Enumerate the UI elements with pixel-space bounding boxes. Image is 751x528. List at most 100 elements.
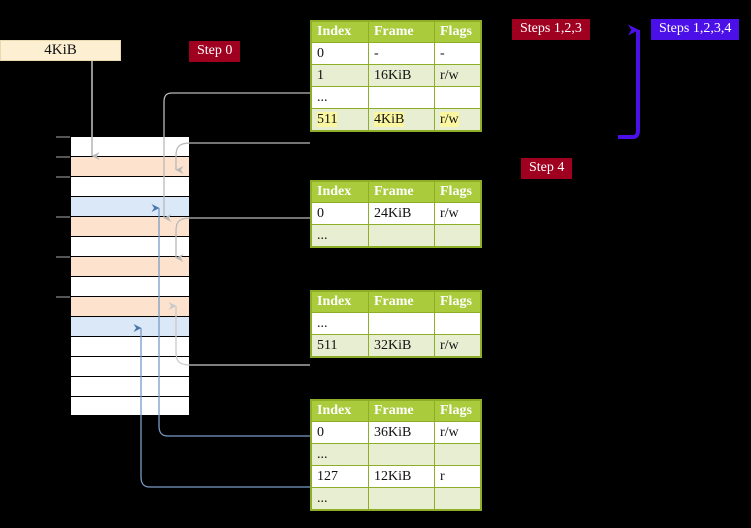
pt-cell-flags bbox=[434, 443, 481, 466]
pt-cell-frame bbox=[368, 443, 435, 466]
pdp-head: Index Frame Flags bbox=[311, 181, 481, 203]
pml4-cell-index: 511 bbox=[311, 108, 369, 131]
badge-steps-123: Steps 1,2,3 bbox=[512, 19, 590, 41]
pd-col-frame: Frame bbox=[368, 291, 435, 313]
badge-step4-label: Step 4 bbox=[529, 160, 565, 175]
badge-step0: Step 0 bbox=[189, 41, 241, 63]
pdp-header-row: Index Frame Flags bbox=[311, 181, 481, 203]
pml4-col-index: Index bbox=[311, 21, 369, 43]
pt-cell-flags: r/w bbox=[434, 421, 481, 444]
badge-steps-1234-label: Steps 1,2,3,4 bbox=[659, 21, 732, 36]
pdp-cell-flags bbox=[434, 224, 481, 247]
pdp-cell-flags: r/w bbox=[434, 202, 481, 225]
pt-cell-flags: r bbox=[434, 465, 481, 488]
pml4-cell-highlight: 4KiB bbox=[374, 111, 405, 127]
pml4-cell-flags: r/w bbox=[434, 108, 481, 131]
pml4-entry-row: ... bbox=[311, 86, 481, 109]
pml4-header-row: Index Frame Flags bbox=[311, 21, 481, 43]
pt-col-frame: Frame bbox=[368, 400, 435, 422]
pml4-cell-index: ... bbox=[311, 86, 369, 109]
pml4-cell-flags: - bbox=[434, 42, 481, 65]
pd-header-row: Index Frame Flags bbox=[311, 291, 481, 313]
pml4-cell-frame: 4KiB bbox=[368, 108, 435, 131]
memory-row-tick bbox=[56, 256, 70, 258]
pt-col-flags: Flags bbox=[434, 400, 481, 422]
pd-head: Index Frame Flags bbox=[311, 291, 481, 313]
frame-4kib-box: 4KiB bbox=[0, 40, 121, 61]
pml4-cell-frame bbox=[368, 86, 435, 109]
pml4-head: Index Frame Flags bbox=[311, 21, 481, 43]
pml4-cell-index: 1 bbox=[311, 64, 369, 87]
pdp-cell-frame bbox=[368, 224, 435, 247]
pml4-entry-row: 511 4KiB r/w bbox=[311, 108, 481, 131]
pdp-cell-index: 0 bbox=[311, 202, 369, 225]
pml4-cell-highlight: 511 bbox=[317, 111, 338, 127]
pml4-entry-row: 0-- bbox=[311, 42, 481, 65]
pd-col-flags: Flags bbox=[434, 291, 481, 313]
pd-col-index: Index bbox=[311, 291, 369, 313]
pd-cell-frame: 32KiB bbox=[368, 334, 435, 357]
pt-entry-row: ... bbox=[311, 487, 481, 510]
pt-cell-index: 0 bbox=[311, 421, 369, 444]
pdp-cell-index: ... bbox=[311, 224, 369, 247]
pml4-cell-flags bbox=[434, 86, 481, 109]
pml4-cell-frame: 16KiB bbox=[368, 64, 435, 87]
pml4-col-flags: Flags bbox=[434, 21, 481, 43]
pml4-cell-flags: r/w bbox=[434, 64, 481, 87]
pml4-col-frame: Frame bbox=[368, 21, 435, 43]
pt-cell-index: ... bbox=[311, 443, 369, 466]
pdp-col-index: Index bbox=[311, 181, 369, 203]
pd-cell-index: 511 bbox=[311, 334, 369, 357]
pdp-cell-frame: 24KiB bbox=[368, 202, 435, 225]
memory-row-tick bbox=[56, 176, 70, 178]
pt-head: Index Frame Flags bbox=[311, 400, 481, 422]
pd-cell-index: ... bbox=[311, 312, 369, 335]
pd-cell-flags: r/w bbox=[434, 334, 481, 357]
pml4-cell-highlight: r/w bbox=[440, 111, 459, 127]
pdp-entry-row: ... bbox=[311, 224, 481, 247]
pd-entry-row: ... bbox=[311, 312, 481, 335]
badge-steps-123-label: Steps 1,2,3 bbox=[520, 21, 582, 36]
badge-step4: Step 4 bbox=[521, 158, 573, 180]
pml4-cell-index: 0 bbox=[311, 42, 369, 65]
pt-cell-index: 127 bbox=[311, 465, 369, 488]
pd-cell-frame bbox=[368, 312, 435, 335]
pdp-col-flags: Flags bbox=[434, 181, 481, 203]
badge-steps-1234: Steps 1,2,3,4 bbox=[651, 19, 740, 41]
pt-header-row: Index Frame Flags bbox=[311, 400, 481, 422]
frame-4kib-label: 4KiB bbox=[44, 42, 77, 58]
memory-row-tick bbox=[56, 156, 70, 158]
pml4-cell-frame: - bbox=[368, 42, 435, 65]
memory-row-tick bbox=[56, 296, 70, 298]
pt-cell-flags bbox=[434, 487, 481, 510]
badge-step0-label: Step 0 bbox=[197, 43, 233, 58]
pt-entry-row: ... bbox=[311, 443, 481, 466]
memory-row-tick bbox=[56, 136, 70, 138]
pt-cell-frame bbox=[368, 487, 435, 510]
pdp-col-frame: Frame bbox=[368, 181, 435, 203]
pd-cell-flags bbox=[434, 312, 481, 335]
pt-cell-frame: 36KiB bbox=[368, 421, 435, 444]
pt-col-index: Index bbox=[311, 400, 369, 422]
memory-row-tick bbox=[56, 216, 70, 218]
pt-cell-frame: 12KiB bbox=[368, 465, 435, 488]
